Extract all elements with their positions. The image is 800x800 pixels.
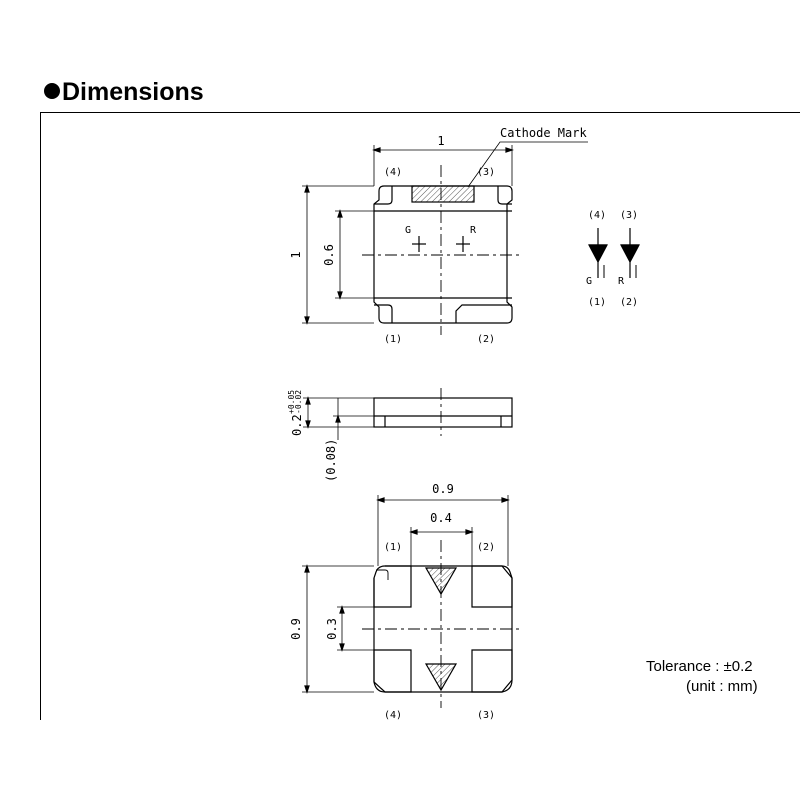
side-view [303,388,513,440]
sch-pin4-label: (4) [588,210,606,221]
top-height-dim: 1 [289,251,303,258]
bottom-pin2-label: (2) [477,542,495,553]
sch-pin2-label: (2) [620,297,638,308]
top-view [302,141,588,335]
tolerance-note: Tolerance : ±0.2 [646,658,753,675]
bottom-height-dim: 0.9 [289,618,303,640]
top-pin2-label: (2) [477,334,495,345]
led-schematic [588,228,640,278]
bottom-pin3-label: (3) [477,710,495,721]
page-title: Dimensions [44,78,204,107]
side-view-body [373,397,513,428]
side-pad-dim: (0.08) [324,439,338,482]
top-pin4-label: (4) [384,167,402,178]
bottom-pad-pitch-dim: 0.3 [325,618,339,640]
frame-top-border [40,112,800,113]
heading-text: Dimensions [62,78,204,106]
bullet-icon [44,83,60,99]
bottom-view [302,495,522,708]
bottom-pad-gap-dim: 0.4 [430,511,452,525]
top-inner-height-dim: 0.6 [322,244,336,266]
sch-pin1-label: (1) [588,297,606,308]
side-tol-minus: -0.02 [294,390,303,414]
top-view-outline [373,185,513,324]
sch-g-label: G [586,276,592,287]
top-pin3-label: (3) [477,167,495,178]
bottom-pin4-label: (4) [384,710,402,721]
bottom-pin1-label: (1) [384,542,402,553]
sch-pin3-label: (3) [620,210,638,221]
top-r-label: R [470,225,477,236]
bottom-width-dim: 0.9 [432,482,454,496]
side-thickness-dim: 0.2 [290,414,304,436]
cathode-mark [411,185,475,203]
cathode-mark-label: Cathode Mark [500,126,587,140]
top-width-dim: 1 [437,134,444,148]
side-tol-plus: +0.05 [287,390,296,414]
top-g-label: G [405,225,411,236]
top-pin1-label: (1) [384,334,402,345]
sch-r-label: R [618,276,625,287]
frame-left-border [40,112,41,720]
unit-note: (unit : mm) [686,678,758,695]
